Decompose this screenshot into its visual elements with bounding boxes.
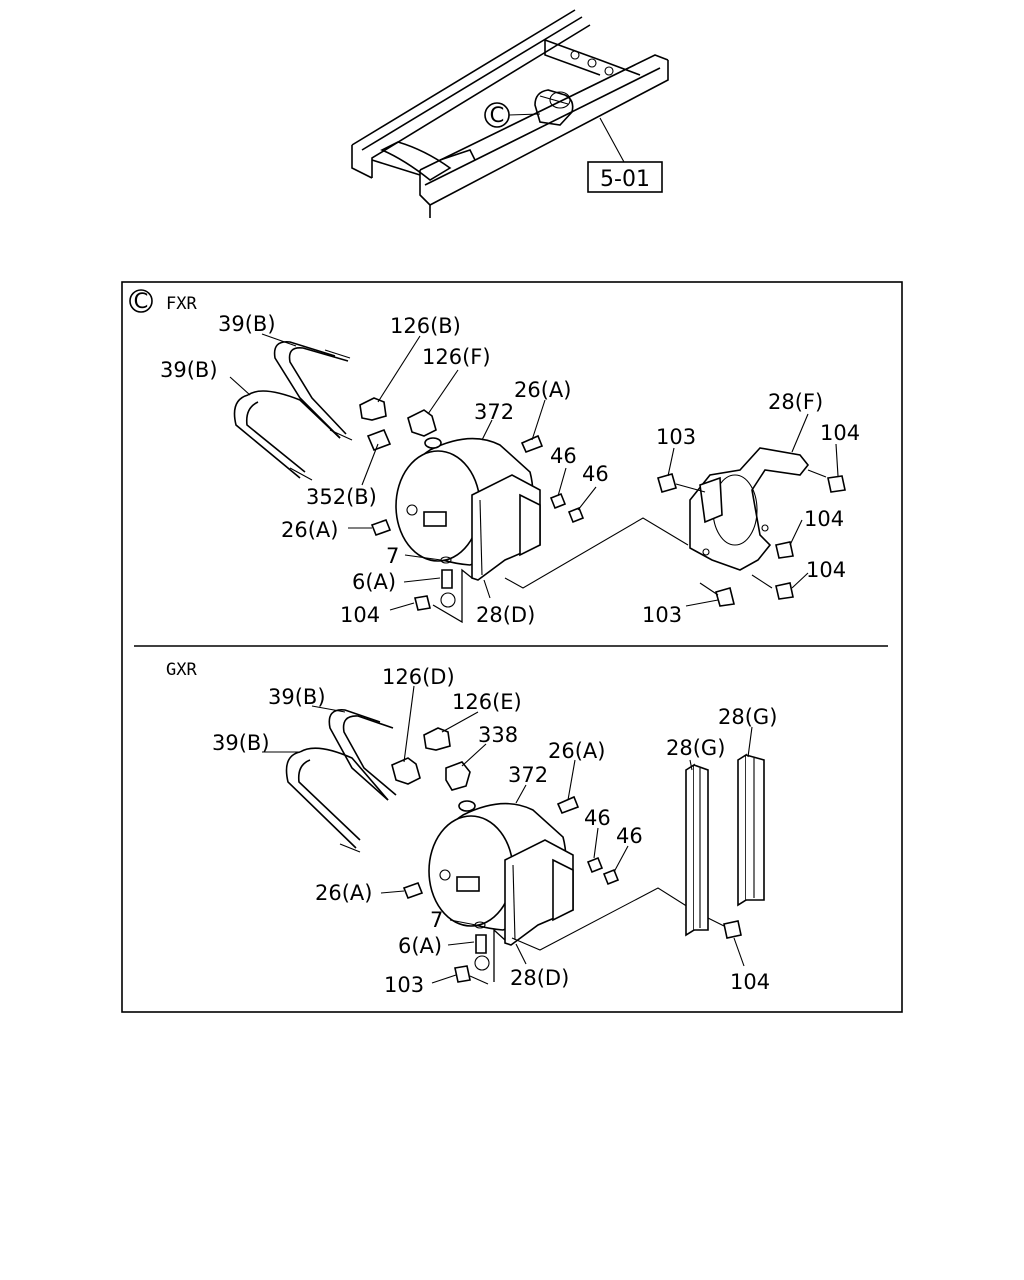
gxr-elbow-126e	[423, 727, 451, 751]
fxr-label-plug-top: 26(A)	[514, 378, 571, 402]
fxr-bolt-103-top	[657, 473, 677, 493]
fxr-elbow-126f	[407, 409, 437, 437]
gxr-bolt-103	[454, 965, 471, 983]
chassis-frame-overview	[351, 9, 669, 218]
fxr-elbow-126b	[359, 397, 387, 421]
fxr-label-plug-side: 26(A)	[281, 518, 338, 542]
gxr-label-nut: 104	[730, 970, 770, 994]
ref-box-label: 5-01	[600, 167, 650, 192]
gxr-label-tee: 338	[478, 723, 518, 747]
gxr-drain-valve	[475, 934, 487, 954]
fxr-title: FXR	[166, 294, 197, 314]
gxr-label-bolt: 103	[384, 973, 424, 997]
fxr-section: C FXR	[129, 289, 860, 627]
gxr-label-elbow-e: 126(E)	[452, 690, 522, 714]
fxr-nut-46a	[549, 492, 567, 510]
gxr-channel-left	[685, 763, 709, 937]
fxr-label-ubolt-upper: 39(B)	[218, 312, 276, 336]
overview-callout-letter: C	[490, 103, 505, 127]
gxr-label-ubolt-lower: 39(B)	[212, 731, 270, 755]
gxr-label-nut-b: 46	[616, 824, 643, 848]
fxr-nut-104-low	[775, 582, 794, 600]
gxr-leaders	[262, 685, 753, 984]
fxr-nut-104-mid	[775, 541, 794, 559]
gxr-label-plug-side: 26(A)	[315, 881, 372, 905]
gxr-section: GXR	[166, 660, 777, 997]
fxr-marker: C	[134, 289, 149, 313]
gxr-plug-side	[402, 881, 424, 900]
fxr-bolt-103-low	[715, 587, 735, 607]
fxr-label-washer: 7	[386, 544, 399, 568]
gxr-ubolt-lower	[285, 751, 357, 849]
fxr-adapter-352b	[366, 428, 392, 452]
overview-ref-box: 5-01	[587, 117, 663, 193]
fxr-label-nut-mid: 104	[804, 507, 844, 531]
gxr-label-ubolt-upper: 39(B)	[268, 685, 326, 709]
fxr-marker-circle	[129, 289, 153, 313]
fxr-label-nut-low: 104	[806, 558, 846, 582]
fxr-ubolt-upper	[273, 341, 341, 439]
detail-panel-border	[121, 281, 903, 1013]
fxr-label-adapter: 352(B)	[306, 485, 377, 509]
gxr-label-channel-right: 28(G)	[718, 705, 777, 729]
gxr-label-plug-top: 26(A)	[548, 739, 605, 763]
gxr-nut-46a	[586, 856, 604, 874]
fxr-label-nut-top: 104	[820, 421, 860, 445]
fxr-plug-side	[370, 518, 392, 537]
fxr-nut-46b	[567, 506, 585, 524]
overview-callout: C	[484, 102, 541, 128]
gxr-label-drain-valve: 6(A)	[398, 934, 442, 958]
fxr-label-bolt-low: 103	[642, 603, 682, 627]
gxr-channel-right	[737, 753, 765, 907]
fxr-label-bracket-d: 28(D)	[476, 603, 535, 627]
fxr-label-drain-valve: 6(A)	[352, 570, 396, 594]
gxr-ubolt-upper	[328, 709, 389, 801]
fxr-label-elbow-f: 126(F)	[422, 345, 491, 369]
fxr-label-nut-b: 46	[582, 462, 609, 486]
gxr-nut-46b	[602, 868, 620, 886]
fxr-ubolt-lower	[233, 394, 301, 479]
fxr-leaders	[229, 333, 839, 611]
gxr-tee-338	[445, 761, 471, 791]
fxr-drain-valve	[441, 569, 453, 589]
fxr-label-tank: 372	[474, 400, 514, 424]
gxr-label-channel-left: 28(G)	[666, 736, 725, 760]
fxr-label-nut-left: 104	[340, 603, 380, 627]
gxr-label-nut-a: 46	[584, 806, 611, 830]
gxr-label-washer: 7	[430, 908, 443, 932]
gxr-elbow-126d	[391, 757, 421, 785]
gxr-label-bracket-d: 28(D)	[510, 966, 569, 990]
fxr-label-elbow-b: 126(B)	[390, 314, 461, 338]
fxr-label-bracket-f: 28(F)	[768, 390, 823, 414]
fxr-label-nut-a: 46	[550, 444, 577, 468]
gxr-label-elbow-d: 126(D)	[382, 665, 455, 689]
gxr-title: GXR	[166, 660, 197, 680]
gxr-label-tank: 372	[508, 763, 548, 787]
fxr-label-bolt-top: 103	[656, 425, 696, 449]
gxr-nut-104	[723, 920, 742, 939]
fxr-label-ubolt-lower: 39(B)	[160, 358, 218, 382]
fxr-bracket-28f	[689, 447, 810, 571]
fxr-nut-104-left	[414, 595, 431, 611]
fxr-nut-104-top	[827, 475, 846, 493]
